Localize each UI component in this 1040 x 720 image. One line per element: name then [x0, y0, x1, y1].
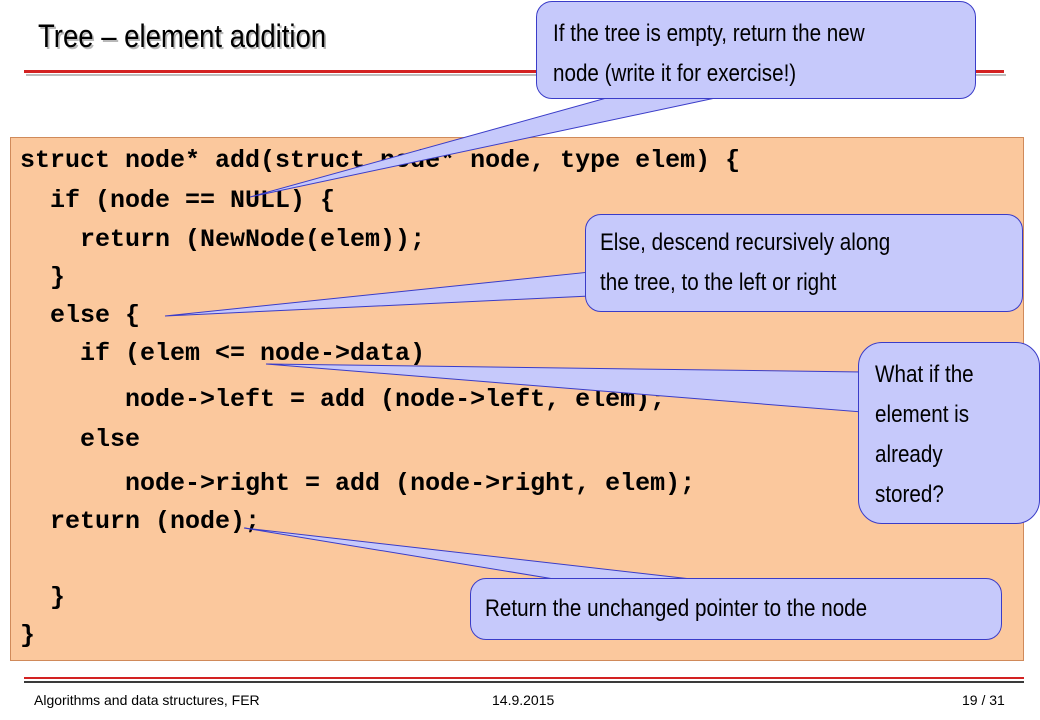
title-divider-shadow [26, 74, 1006, 76]
callout-text: If the tree is empty, return the new [553, 20, 865, 47]
callout-empty-tree: If the tree is empty, return the new nod… [536, 1, 976, 99]
code-line: return (NewNode(elem)); [20, 225, 426, 254]
callout-text: Else, descend recursively along [600, 229, 891, 256]
callout-text: the tree, to the left or right [600, 269, 837, 296]
callout-descend: Else, descend recursively along the tree… [585, 214, 1023, 312]
code-line: } [20, 583, 66, 612]
footer-divider-accent [24, 677, 1024, 679]
slide-title: Tree – element addition [38, 18, 327, 54]
callout-text: stored? [875, 481, 944, 508]
callout-already-stored: What if the element is already stored? [858, 342, 1040, 524]
code-line: node->right = add (node->right, elem); [20, 469, 696, 498]
callout-pointer-descend [164, 271, 591, 317]
footer-course: Algorithms and data structures, FER [34, 692, 260, 708]
code-line: else [20, 425, 141, 454]
code-line: node->left = add (node->left, elem); [20, 385, 666, 414]
callout-text: element is [875, 401, 970, 428]
code-line: } [20, 263, 66, 292]
callout-text: Return the unchanged pointer to the node [485, 595, 868, 622]
footer-page-number: 19 / 31 [962, 692, 1005, 708]
title-divider [24, 70, 1004, 73]
callout-pointer-already-stored [265, 363, 863, 413]
code-line: else { [20, 301, 141, 330]
footer-date: 14.9.2015 [492, 692, 555, 708]
code-line: } [20, 621, 36, 650]
callout-text: node (write it for exercise!) [553, 60, 797, 87]
callout-text: already [875, 441, 943, 468]
callout-pointer-return [243, 527, 701, 581]
code-line: return (node); [20, 507, 261, 536]
code-line: if (node == NULL) { [20, 186, 336, 215]
footer-divider [24, 681, 1024, 683]
callout-return-pointer: Return the unchanged pointer to the node [470, 578, 1002, 640]
callout-text: What if the [875, 361, 974, 388]
code-line: if (elem <= node->data) [20, 339, 426, 368]
callout-pointer-empty-tree [249, 96, 721, 198]
